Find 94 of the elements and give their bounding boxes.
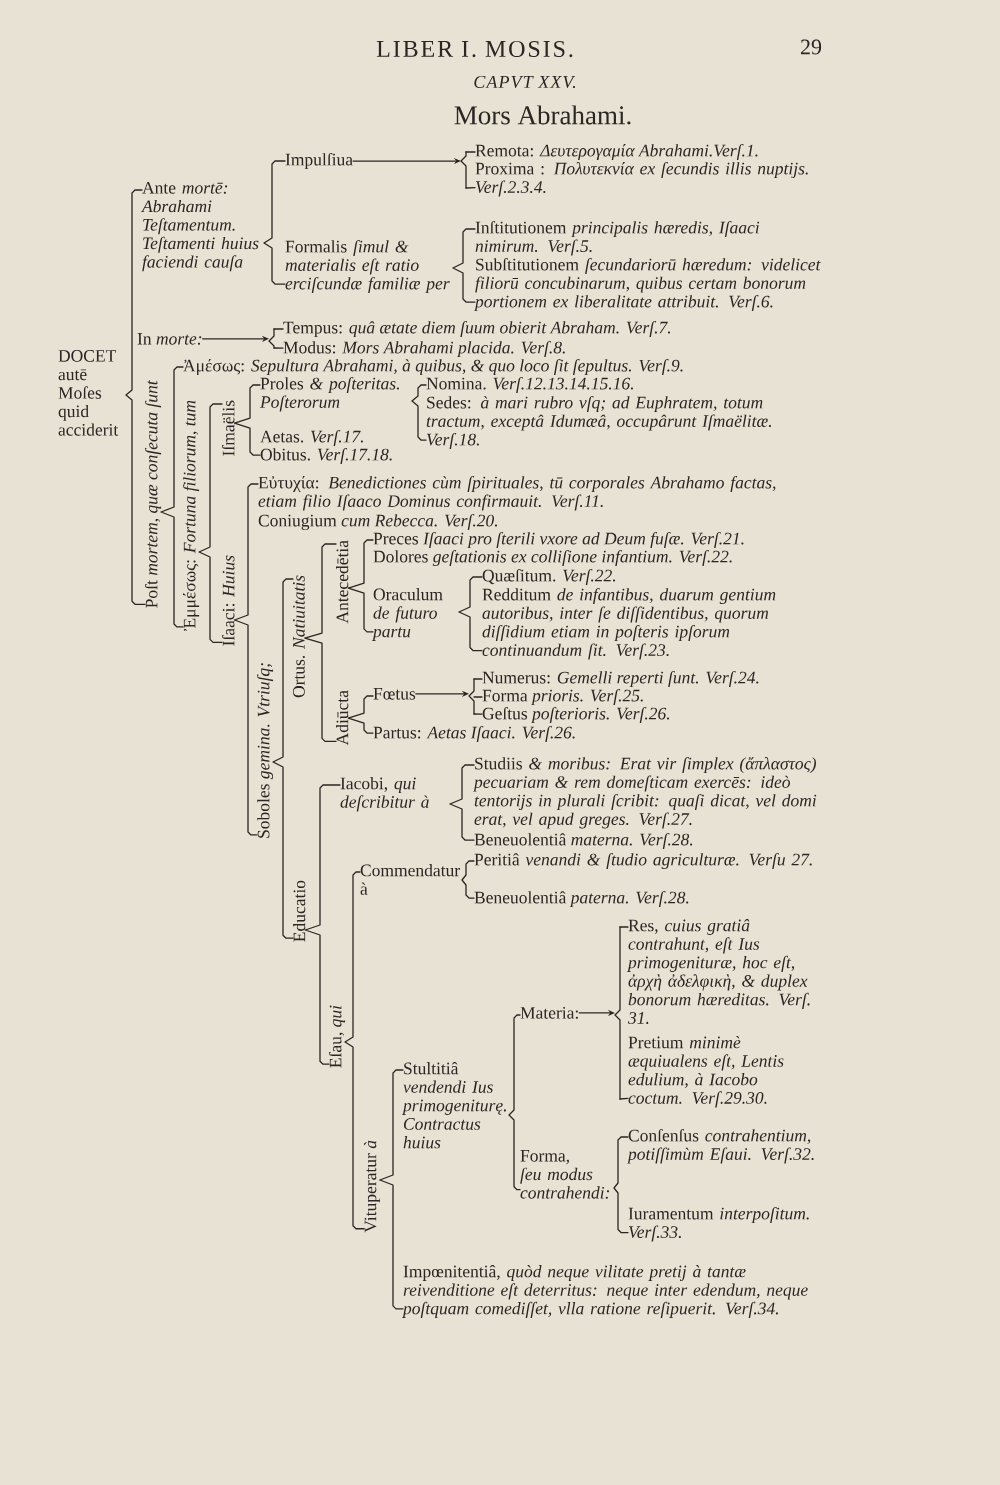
brace-arm	[465, 151, 476, 153]
branch-label: Coniugium cum Rebecca. Verſ.20.	[258, 514, 497, 531]
curly-brace	[452, 228, 476, 303]
branch-label: Materia:	[520, 1007, 578, 1019]
brace-stem	[268, 328, 275, 349]
curly-brace	[263, 160, 286, 285]
curly-brace	[233, 384, 261, 456]
branch-label: Numerus: Gemelli reperti ſunt. Verſ.24.	[482, 671, 759, 688]
branch-label: Modus: Mors Abrahami placida. Verſ.8.	[283, 341, 565, 358]
branch-label: Geſtus poſterioris. Verſ.26.	[482, 707, 670, 724]
branch-label: Partus: Aetas Iſaaci. Verſ.26.	[373, 726, 575, 743]
branch-label: Redditum de infantibus, duarum gentium autoribus, inter ſe diſſidentibus, quorum diſſidium etiam in poſteris ipſorum continuandum ſit. Verſ.23.	[482, 588, 776, 660]
vertical-branch-label: Educatio	[293, 880, 306, 942]
branch-label: Beneuolentiâ materna. Verſ.28.	[474, 833, 693, 850]
arrow	[578, 1009, 615, 1016]
curly-brace	[379, 1069, 404, 1310]
branch-label: Formalis ſimul & materialis eſt ratio erciſcundæ familiæ per	[285, 240, 450, 294]
branch-label: DOCET autē Moſes quid acciderit	[58, 350, 119, 436]
brace-stem	[614, 926, 621, 1100]
curly-brace	[411, 384, 427, 441]
branch-label: Εὐτυχία: Benedictiones cùm ſpirituales, tū corporales Abrahamo factas, etiam filio Iſaaco Dominus confirmauit. Verſ.11.	[258, 476, 776, 511]
branch-label: Beneuolentiâ paterna. Verſ.28.	[474, 891, 689, 908]
branch-label: Fœtus	[373, 688, 416, 700]
vertical-branch-label: Iſmaëlis	[222, 400, 235, 456]
branch-label: Dolores geſtationis ex colliſione infantium. Verſ.22.	[373, 550, 732, 567]
curly-brace	[458, 576, 483, 652]
brace-arm	[473, 713, 483, 715]
brace-arm	[473, 696, 483, 698]
branch-label: Tempus: quâ ætate diem ſuum obierit Abraham. Verſ.7.	[283, 321, 671, 338]
vertical-branch-label: Ἐμμέσως: Fortuna filiorum, tum	[183, 400, 200, 631]
curly-brace	[272, 578, 294, 939]
curly-brace	[160, 366, 184, 628]
branch-label: Proles & poſteritas. Poſterorum	[259, 377, 399, 412]
vertical-branch-label: Poſt mortem, quæ conſecuta ſunt	[145, 380, 162, 608]
branch-label: Ante mortē: Abrahami Teſtamentum. Teſtamenti huius faciendi cauſa	[141, 182, 259, 272]
branch-label: Impœnitentiâ, quòd neque vilitate pretij à tantæ reivenditione eſt deterritus: neque inter edendum, neque poſtquam comediſſet, vlla ratione reſipuerit. Verſ.34.	[402, 1265, 808, 1318]
branch-label: Inſtitutionem principalis hæredis, Iſaaci nimirum. Verſ.5.	[475, 221, 760, 256]
branch-label: Subſtitutionem ſecundariorū hæredum: videlicet filiorū concubinarum, quibus certam bonorum portionem ex liberalitate attribuit. Verſ.6.	[474, 258, 821, 312]
chapter-heading: CAPVT XXV.	[474, 75, 576, 89]
branch-label: Preces Iſaaci pro ſterili vxore ad Deum fuſæ. Verſ.21.	[373, 532, 744, 549]
branch-label: Peritiâ venandi & ſtudio agriculturæ. Verſu 27.	[474, 853, 812, 870]
branch-label: Studiis & moribus: Erat vir ſimplex (ἄπλαστος) pecuariam & rem domeſticam exercēs: ideò tentorijs in plurali ſcribit: quaſi dicat, vel domi erat, vel apud greges. Verſ.27.	[473, 757, 817, 829]
curly-brace	[304, 543, 337, 743]
brace-arm	[465, 186, 476, 189]
vertical-branch-label: Antecedētia	[336, 540, 349, 624]
brace-arm	[473, 678, 483, 680]
vertical-branch-label: Iſaaci: Huius	[222, 555, 235, 646]
branch-label: Res, cuius gratiâ contrahunt, eſt Ius primogenituræ, hoc eſt, ἀρχὴ ἀδελφικὴ, & duplex bonorum hæreditas. Verſ. 31.	[627, 919, 810, 1024]
branch-label: Forma prioris. Verſ.25.	[482, 689, 643, 706]
branch-label: Sedes: à mari rubro vſq; ad Euphratem, totum tractum, exceptâ Idumæâ, occupârunt Iſmaëlitæ. Verſ.18.	[426, 396, 771, 450]
vertical-branch-label: Adiūcta	[336, 690, 349, 746]
branch-label: Oraculum de futuro partu	[372, 588, 443, 641]
branch-label: Obitus. Verſ.17.18.	[260, 448, 392, 465]
branch-label: Proxima : Πολυτεκνία ex ſecundis illis nuptijs. Verſ.2.3.4.	[475, 162, 808, 197]
page-number: 29	[800, 39, 822, 55]
branch-label: Pretium minimè æquiualens eſt, Lentis edulium, à Iacobo coctum. Verſ.29.30.	[628, 1036, 784, 1108]
branch-label: In morte:	[137, 333, 202, 345]
branch-label: Quæſitum. Verſ.22.	[482, 569, 616, 586]
vertical-branch-label: Vituperatur à	[364, 1140, 380, 1233]
running-head: LIBER I. MOSIS.	[376, 40, 573, 58]
page-title: Mors Abrahami.	[454, 105, 631, 125]
branch-label: Iuramentum interpoſitum. Verſ.33.	[628, 1207, 809, 1242]
branch-label: Conſenſus contrahentium, potiſſimùm Eſaui. Verſ.32.	[627, 1129, 814, 1164]
branch-label: Aetas. Verſ.17.	[260, 430, 363, 447]
brace-arm	[273, 347, 284, 349]
branch-label: Nomina. Verſ.12.13.14.15.16.	[426, 377, 633, 394]
vertical-branch-label: Eſau, qui	[329, 1005, 346, 1068]
curly-brace	[125, 189, 146, 605]
curly-brace	[344, 871, 365, 1230]
curly-brace	[613, 1136, 629, 1234]
branch-label: Remota: Δευτερογαμία Abrahami.Verſ.1.	[475, 144, 758, 161]
brace-arm	[619, 926, 629, 928]
curly-brace	[233, 483, 259, 836]
arrow	[415, 690, 469, 697]
vertical-branch-label: Ortus. Natiuitatis	[293, 575, 305, 698]
branch-label: Forma, ſeu modus contrahendi:	[520, 1150, 609, 1199]
curly-brace	[461, 860, 475, 899]
brace-arm	[273, 328, 284, 330]
brace-stem	[460, 151, 467, 189]
branch-label: Commendatur à	[360, 864, 460, 895]
vertical-branch-label: Soboles gemina. Vtriuſq;	[257, 663, 274, 838]
curly-brace	[198, 403, 223, 643]
curly-brace	[508, 1014, 521, 1191]
curly-brace	[304, 784, 341, 1065]
branch-label: Ἀμέσως: Sepultura Abrahami, à quibus, & quo loco ſit ſepultus. Verſ.9.	[183, 359, 683, 376]
curly-brace	[449, 764, 475, 841]
brace-stem	[468, 678, 475, 715]
brace-arm	[619, 1097, 629, 1100]
curly-brace	[347, 695, 374, 734]
curly-brace	[347, 539, 374, 633]
branch-label: Impulſiua	[285, 153, 353, 170]
branch-label: Iacobi, qui deſcribitur à	[340, 777, 429, 812]
branch-label: Stultitiâ vendendi Ius primogeniturę. Contractus huius	[402, 1062, 506, 1149]
arrow	[201, 335, 269, 342]
